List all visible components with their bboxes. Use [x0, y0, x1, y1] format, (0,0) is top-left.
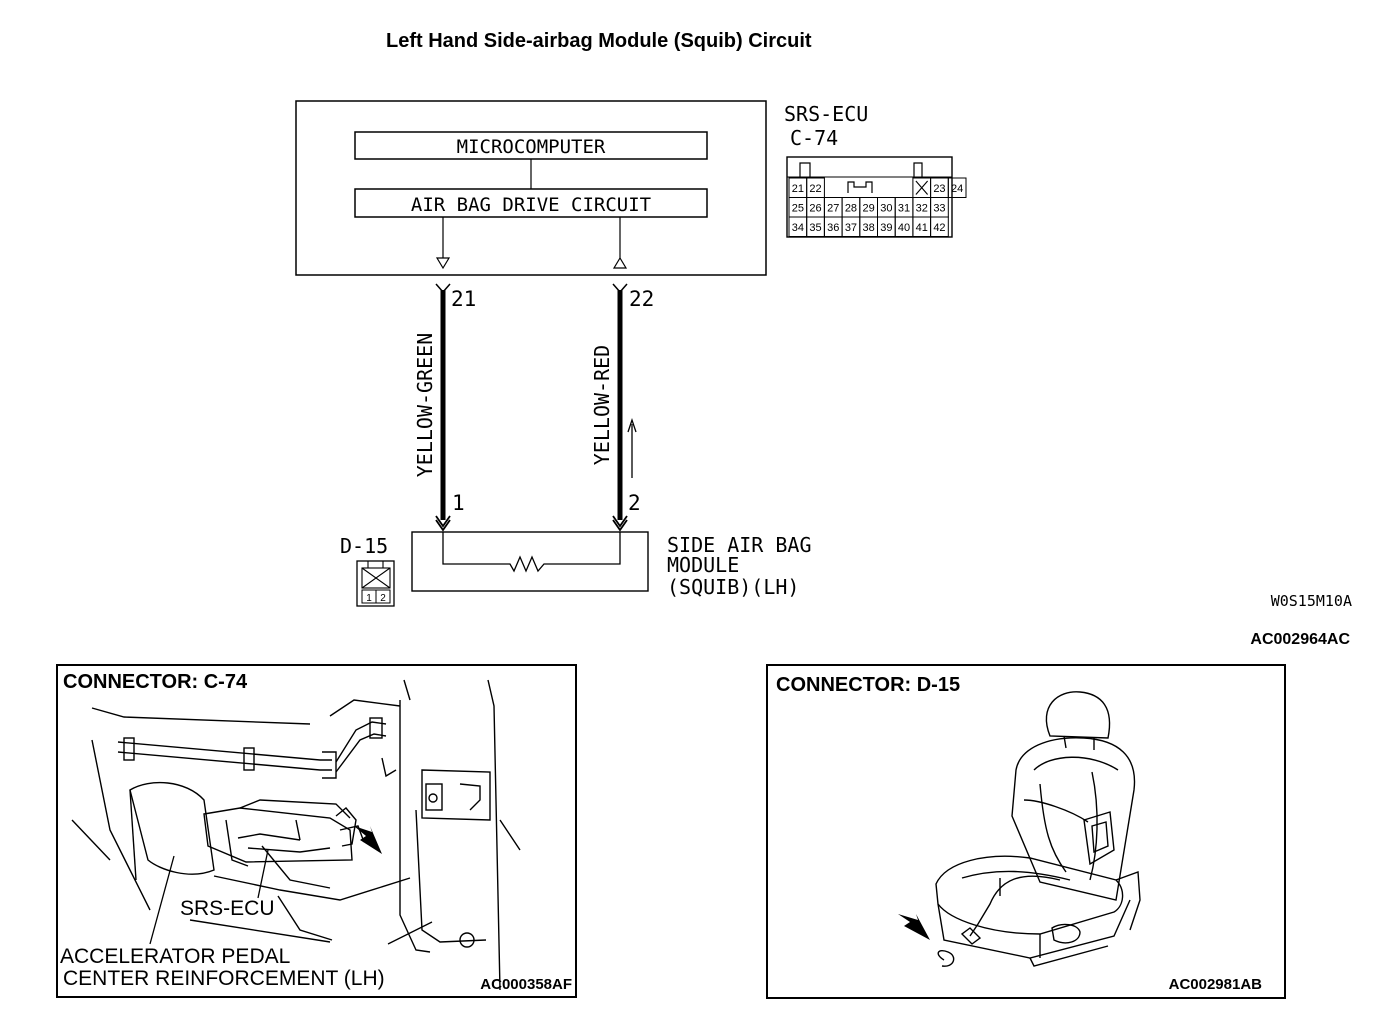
diagram-code: W0S15M10A [1271, 592, 1352, 610]
d15-pointer-arrow [898, 914, 930, 940]
module-name-line-2: MODULE [667, 553, 739, 577]
drive-output-arrow [435, 217, 451, 270]
c74-pin-number: 37 [845, 222, 857, 234]
module-name-line-1: SIDE AIR BAG [667, 533, 812, 557]
airbag-drive-circuit-label: AIR BAG DRIVE CIRCUIT [411, 194, 651, 216]
module-pin-1-label: 1 [452, 491, 465, 515]
connector-c74-panel: CONNECTOR: C-74 [56, 664, 577, 998]
c74-pin-number: 41 [916, 222, 928, 234]
c74-pin-number: 39 [880, 222, 892, 234]
wire-color-yellow-red: YELLOW-RED [590, 345, 614, 465]
c74-label-accelerator-pedal: ACCELERATOR PEDAL [60, 945, 290, 968]
connector-face-c74: 21 22 23 24 25 26 27 28 29 30 31 32 33 34 35 36 37 38 39 40… [786, 156, 967, 238]
panel-d15-code: AC002981AB [1169, 976, 1263, 993]
c74-pin-number: 23 [933, 183, 945, 195]
panel-c74-heading: CONNECTOR: C-74 [63, 671, 248, 693]
c74-pin-number: 36 [827, 222, 839, 234]
c74-pin-number: 38 [863, 222, 875, 234]
ecu-pin-21-label: 21 [451, 287, 476, 311]
connector-d15-panel: CONNECTOR: D-15 [766, 664, 1286, 999]
c74-pin-number: 25 [792, 203, 804, 215]
srs-ecu-box [295, 100, 767, 276]
c74-pin-number: 21 [792, 183, 804, 195]
c74-pin-number: 35 [809, 222, 821, 234]
module-name-line-3: (SQUIB)(LH) [667, 575, 799, 599]
c74-pin-number: 32 [916, 203, 928, 215]
seat-illustration [935, 691, 1141, 967]
c74-label-srs-ecu: SRS-ECU [180, 897, 275, 920]
current-direction-arrow [627, 417, 637, 478]
c74-pin-number: 30 [880, 203, 892, 215]
c74-pin-number: 22 [809, 183, 821, 195]
c74-pin-number: 29 [863, 203, 875, 215]
drive-return-arrow [612, 217, 628, 269]
wire-yellow-red [612, 283, 628, 532]
c74-blank-pin [915, 180, 929, 195]
c74-pin-number: 33 [933, 203, 945, 215]
c74-pin-number: 40 [898, 222, 910, 234]
side-airbag-module-box [411, 531, 649, 592]
c74-pointer-arrow [354, 826, 382, 854]
panel-d15-heading: CONNECTOR: D-15 [776, 674, 960, 696]
squib-resistor [442, 532, 621, 573]
c74-pin-number: 34 [792, 222, 804, 234]
c74-dashboard-illustration [71, 679, 521, 991]
wire-yellow-green [435, 283, 451, 532]
module-connector-label: D-15 [340, 534, 388, 558]
c74-pin-number: 27 [827, 203, 839, 215]
c74-pin-number: 28 [845, 203, 857, 215]
microcomputer-label: MICROCOMPUTER [457, 136, 606, 158]
d15-pin-1: 1 [366, 593, 372, 604]
connector-face-d15: 1 2 [356, 560, 395, 607]
c74-pin-number: 31 [898, 203, 910, 215]
c74-pin-number: 26 [809, 203, 821, 215]
airbag-drive-circuit-block: AIR BAG DRIVE CIRCUIT [354, 188, 708, 218]
c74-label-center-reinforcement: CENTER REINFORCEMENT (LH) [63, 967, 385, 990]
c74-pin-cell [947, 177, 967, 198]
ecu-pin-22-label: 22 [629, 287, 654, 311]
c74-label-leaders [149, 849, 433, 945]
microcomputer-block: MICROCOMPUTER [354, 131, 708, 160]
c74-pin-number: 24 [951, 183, 963, 195]
ecu-connector-label: C-74 [790, 126, 838, 150]
figure-code: AC002964AC [1250, 631, 1350, 648]
diagram-title: Left Hand Side-airbag Module (Squib) Cir… [386, 30, 812, 52]
c74-pin-cell [930, 216, 949, 237]
c74-pin-number: 42 [933, 222, 945, 234]
wire-color-yellow-green: YELLOW-GREEN [413, 333, 437, 478]
ecu-name-label: SRS-ECU [784, 102, 868, 126]
module-pin-2-label: 2 [628, 491, 641, 515]
panel-c74-code: AC000358AF [480, 976, 572, 993]
d15-pin-2: 2 [380, 593, 386, 604]
